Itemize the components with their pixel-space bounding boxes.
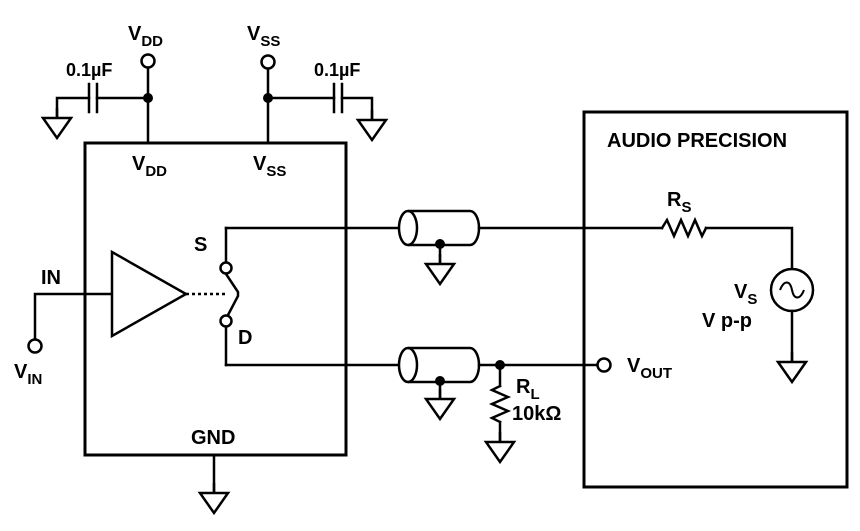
switch-s-contact (219, 261, 233, 275)
switch-d-label: D (238, 327, 252, 349)
rl-resistor (488, 384, 512, 424)
in-label: IN (41, 267, 61, 289)
vs-label: VS (734, 281, 757, 308)
vss-terminal (260, 54, 276, 70)
vout-terminal (596, 357, 612, 373)
audio-precision-box (582, 110, 849, 489)
rl-value-label: 10kΩ (512, 403, 561, 425)
vss-pin-label: VSS (253, 153, 286, 180)
source-line (224, 209, 815, 384)
drain-line (224, 346, 612, 464)
buffer-amplifier (110, 249, 189, 339)
analog-switch (219, 226, 240, 367)
coax-bottom-ground-icon (424, 387, 456, 421)
vout-label: VOUT (627, 355, 672, 382)
vs-amplitude-label: V p-p (702, 310, 752, 332)
vdd-cap-ground-icon (41, 106, 73, 140)
chip-ground-icon (198, 481, 230, 515)
vdd-pin-label: VDD (132, 153, 167, 180)
chip-outline (83, 141, 348, 457)
audio-precision-title: AUDIO PRECISION (607, 130, 787, 152)
rl-ground-icon (484, 430, 516, 464)
vdd-terminal (140, 53, 156, 69)
vss-cap-ground-icon (356, 108, 388, 142)
vdd-supply-net (41, 53, 156, 145)
vin-terminal (27, 338, 43, 354)
rl-label: RL (516, 376, 540, 403)
cap-right-label: 0.1µF (314, 60, 360, 80)
rs-resistor (660, 216, 708, 240)
vss-top-label: VSS (247, 23, 280, 50)
gnd-label: GND (191, 427, 235, 449)
vss-supply-net (260, 54, 388, 145)
switch-s-label: S (194, 234, 207, 256)
vdd-top-label: VDD (128, 23, 163, 50)
cap-left-label: 0.1µF (66, 60, 112, 80)
coax-top-ground-icon (424, 252, 456, 286)
input-net (27, 292, 114, 354)
rs-label: RS (667, 189, 691, 216)
switch-d-contact (219, 314, 233, 328)
source-ground-icon (776, 350, 808, 384)
vin-label: VIN (14, 361, 42, 388)
